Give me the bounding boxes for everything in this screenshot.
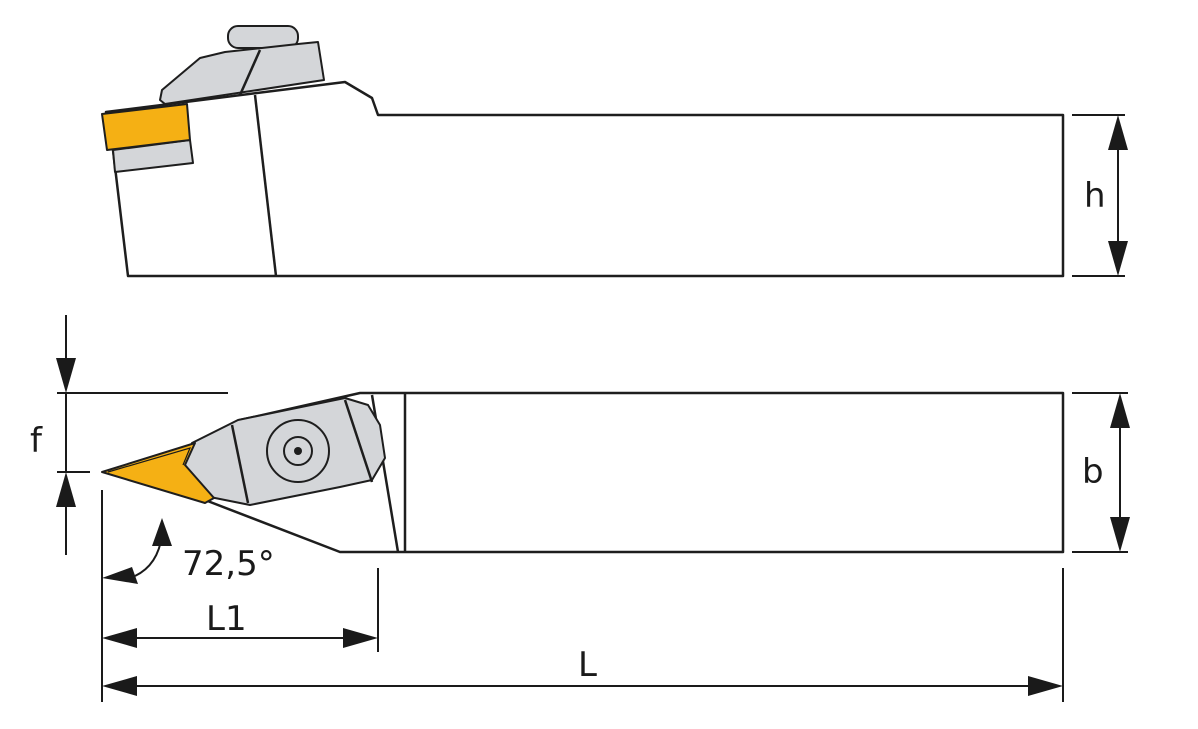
label-h: h	[1084, 176, 1106, 216]
dimension-angle: 72,5°	[102, 518, 275, 584]
shank-side	[104, 80, 1065, 278]
clamp-side	[159, 41, 325, 105]
dimension-h: h	[1072, 114, 1128, 277]
insert-side	[101, 103, 191, 151]
label-b: b	[1082, 452, 1104, 492]
dimension-l1: L1	[101, 490, 379, 702]
label-angle: 72,5°	[182, 544, 275, 584]
top-view	[101, 391, 1065, 554]
label-l1: L1	[206, 599, 247, 639]
clamp-line	[238, 49, 262, 96]
dimension-f: f	[30, 315, 228, 555]
dimension-b: b	[1072, 392, 1130, 553]
side-view	[101, 25, 1065, 278]
label-l: L	[578, 645, 597, 685]
head-edge-line	[253, 94, 278, 277]
dimension-l: L	[102, 568, 1064, 702]
label-f: f	[30, 421, 43, 461]
